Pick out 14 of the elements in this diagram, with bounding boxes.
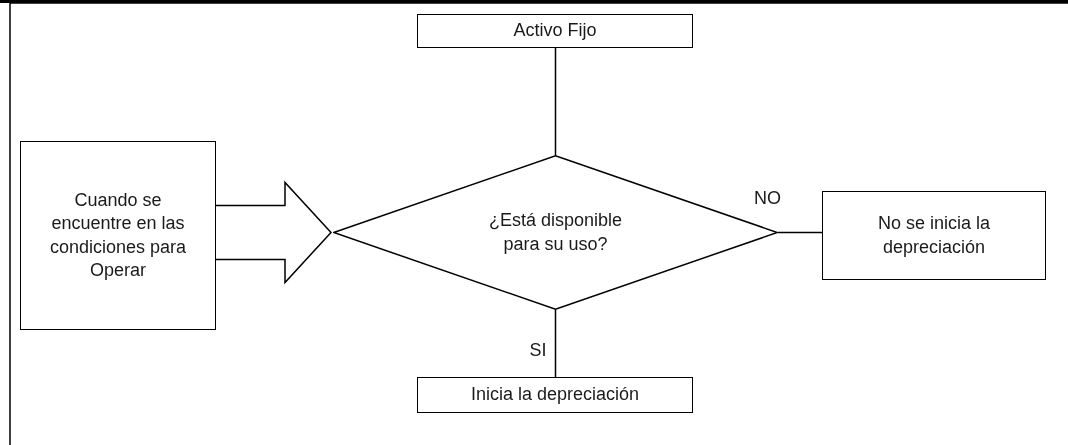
- connector-line: [554, 309, 557, 378]
- process-box: [822, 191, 1046, 280]
- node-text: Activo Fijo: [513, 19, 597, 43]
- node-text: Cuando se encuentre en las condiciones para Operar: [48, 188, 188, 282]
- connector-line: [777, 231, 823, 234]
- node-text: No se inicia la depreciación: [876, 212, 992, 259]
- process-box: [20, 141, 216, 330]
- process-box: [417, 14, 693, 48]
- decision-diamond: [333, 155, 778, 310]
- node-text: ¿Está disponible para su uso?: [487, 209, 624, 256]
- process-box: [417, 377, 693, 413]
- node-text: Inicia la depreciación: [470, 383, 640, 407]
- connector-line: [554, 47, 557, 156]
- block-arrow: [215, 180, 332, 285]
